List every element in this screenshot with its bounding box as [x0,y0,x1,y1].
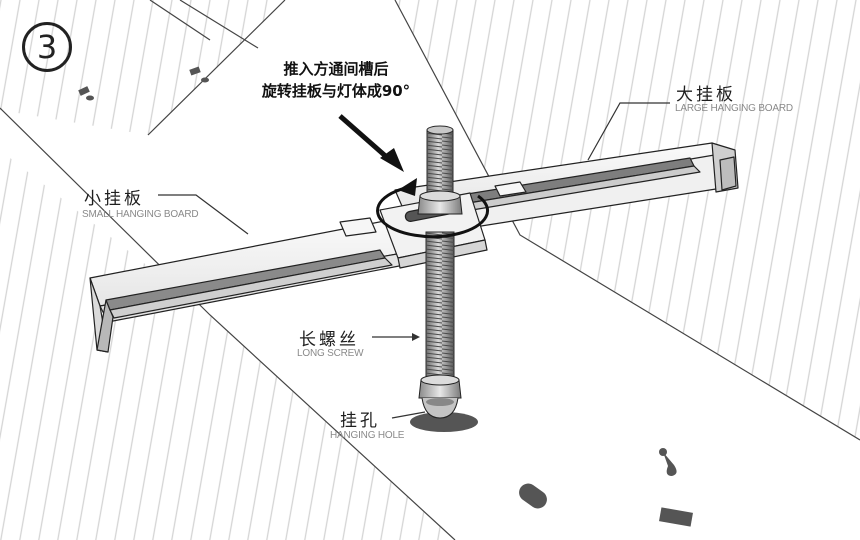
long-screw-label-en: LONG SCREW [297,348,364,359]
rotation-arrow [376,178,489,239]
hanging-hole-label-zh: 挂孔 [340,411,380,431]
leader-lines [158,102,670,419]
instruction-text: 推入方通间槽后 旋转挂板与灯体成90° [236,58,436,102]
instruction-line-2: 旋转挂板与灯体成90° [261,82,411,100]
small-board-label-en: SMALL HANGING BOARD [82,209,199,220]
step-number: 3 [36,28,58,66]
long-screw-label-zh: 长螺丝 [299,330,359,350]
step-number-badge: 3 [22,22,72,72]
small-board-label-zh: 小挂板 [84,189,144,209]
instruction-line-1: 推入方通间槽后 [283,60,389,78]
hanging-hole-label-en: HANGING HOLE [330,430,405,441]
large-board-label-zh: 大挂板 [676,85,736,105]
lamp-body-holes [78,66,693,527]
long-screw-shape [417,125,463,419]
push-arrow [338,114,404,172]
large-board-label-en: LARGE HANGING BOARD [675,103,793,114]
small-hanging-board-shape [89,217,421,353]
